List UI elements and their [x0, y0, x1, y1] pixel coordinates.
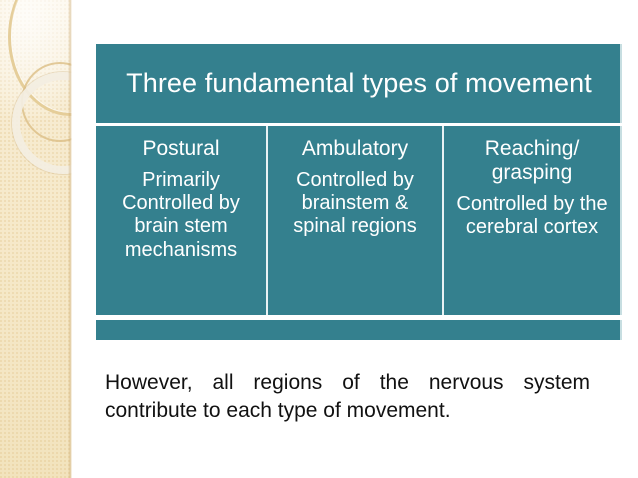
table-cell-postural: Postural Primarily Controlled by brain s…: [96, 126, 268, 315]
table-header-row: Three fundamental types of movement: [96, 44, 622, 123]
body-paragraph: However, all regions of the nervous syst…: [105, 369, 590, 424]
column-description-postural: Primarily Controlled by brain stem mecha…: [122, 168, 240, 261]
table-footer-band: [96, 320, 622, 340]
column-heading-reaching-grasping: Reaching/ grasping: [484, 137, 580, 184]
table-title: Three fundamental types of movement: [126, 68, 592, 99]
table-cell-reaching-grasping: Reaching/ grasping Controlled by the cer…: [444, 126, 620, 315]
table-cell-ambulatory: Ambulatory Controlled by brainstem & spi…: [268, 126, 444, 315]
column-description-ambulatory: Controlled by brainstem & spinal regions: [293, 168, 417, 238]
sidebar-edge-divider: [68, 0, 72, 478]
movement-types-table: Three fundamental types of movement Post…: [96, 44, 622, 340]
column-heading-postural: Postural: [142, 137, 220, 160]
column-description-reaching-grasping: Controlled by the cerebral cortex: [456, 192, 608, 239]
body-paragraph-text: However, all regions of the nervous syst…: [105, 371, 590, 422]
decorative-sidebar: [0, 0, 72, 478]
table-body-row: Postural Primarily Controlled by brain s…: [96, 126, 622, 315]
column-heading-ambulatory: Ambulatory: [301, 137, 409, 160]
